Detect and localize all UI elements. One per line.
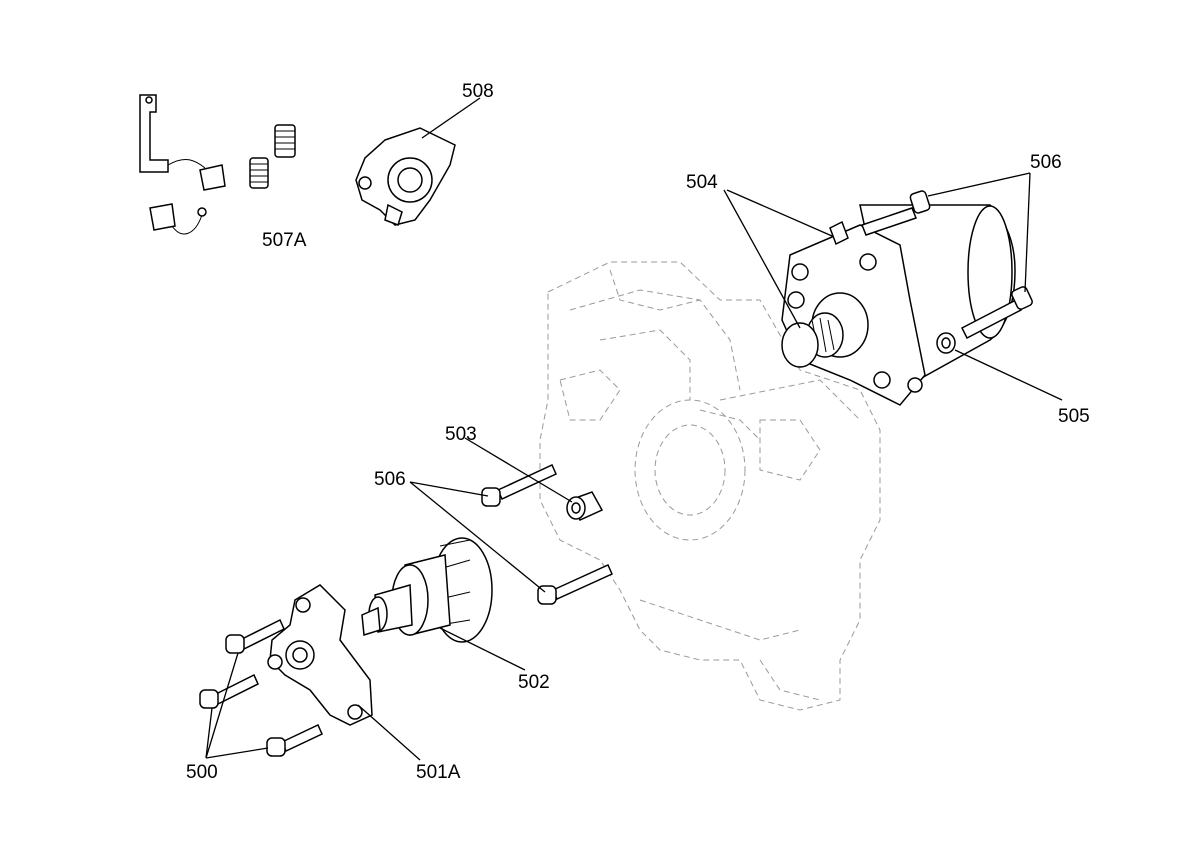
brush-spring-upper xyxy=(274,124,296,158)
label-505: 505 xyxy=(1058,406,1090,427)
brush-spring-lower xyxy=(249,157,269,189)
part-labels: 508 507A 506 504 505 503 506 502 500 501… xyxy=(186,81,1090,783)
brush-cover-508 xyxy=(355,127,456,226)
bolt-500-top xyxy=(225,618,285,654)
bolt-506-mid-lower xyxy=(537,564,613,605)
starter-motor xyxy=(781,204,1016,406)
label-501a: 501A xyxy=(416,762,461,783)
bushing-503 xyxy=(566,491,604,521)
label-502: 502 xyxy=(518,672,550,693)
label-506-top: 506 xyxy=(1030,152,1062,173)
leader-lines xyxy=(205,97,1063,761)
brush-holder-assembly xyxy=(139,94,226,235)
label-507a: 507A xyxy=(262,230,307,251)
label-500: 500 xyxy=(186,762,218,783)
bolt-506-mid-upper xyxy=(481,463,557,507)
gear-cover-bracket-501a xyxy=(267,584,373,726)
bolt-506-upper xyxy=(861,190,931,236)
crankcase-ghost-outline xyxy=(539,261,881,711)
washer-505 xyxy=(936,332,956,354)
label-504: 504 xyxy=(686,172,718,193)
bolt-500-bottom xyxy=(266,723,323,757)
bolt-506-lower xyxy=(960,286,1033,340)
label-503: 503 xyxy=(445,424,477,445)
bolt-500-middle xyxy=(199,673,259,709)
starter-idler-gear-502 xyxy=(361,537,493,643)
label-508: 508 xyxy=(462,81,494,102)
label-506-mid: 506 xyxy=(374,469,406,490)
o-ring-504 xyxy=(781,322,819,368)
